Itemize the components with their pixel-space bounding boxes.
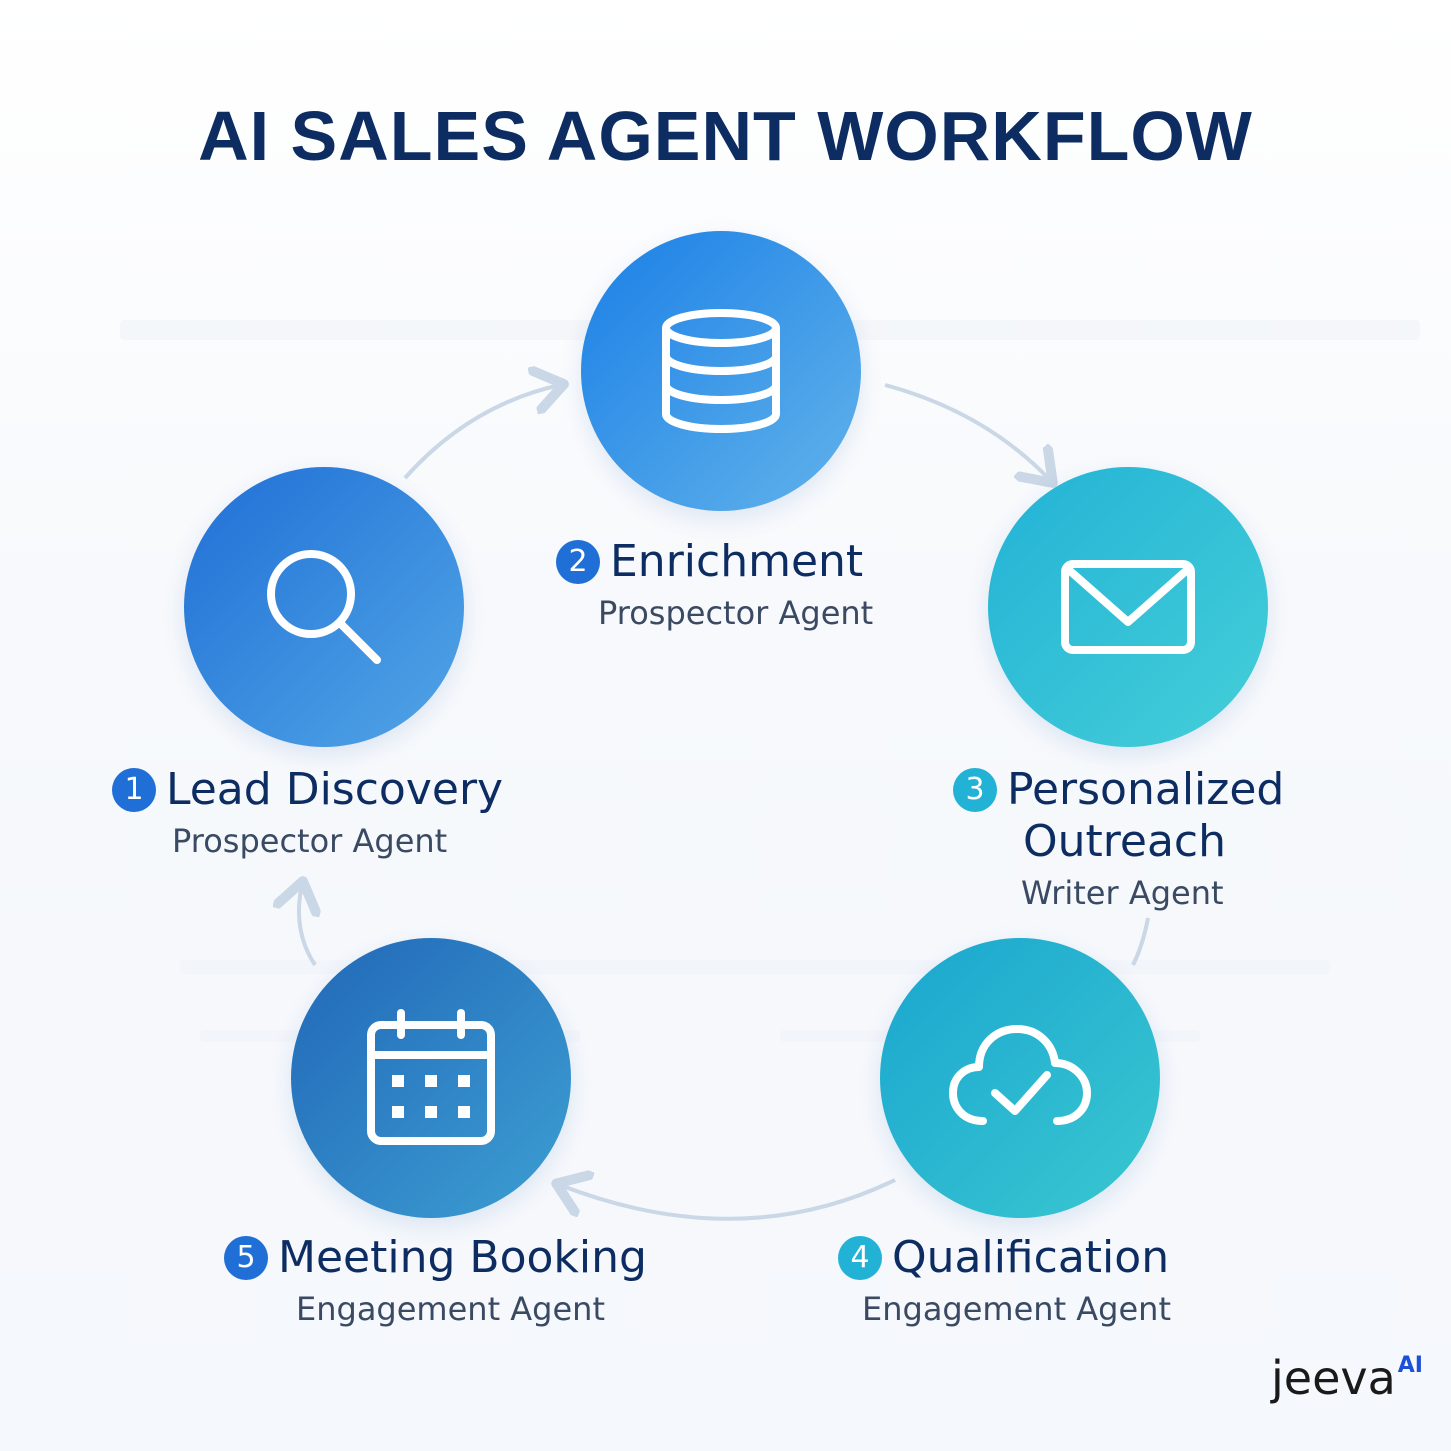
cloud-check-icon	[949, 1025, 1091, 1125]
step-meeting-booking-circle[interactable]	[291, 938, 571, 1218]
step-number-badge: 3	[953, 768, 997, 812]
step-title: Lead Discovery	[166, 764, 504, 815]
step-number-badge: 2	[556, 540, 600, 584]
step-agent: Engagement Agent	[296, 1290, 605, 1328]
step-enrichment-label: 2 Enrichment Prospector Agent	[556, 536, 873, 632]
arrow-3-to-4	[1131, 917, 1150, 966]
step-agent: Engagement Agent	[862, 1290, 1171, 1328]
step-lead-discovery-circle[interactable]	[184, 467, 464, 747]
step-agent: Prospector Agent	[598, 594, 874, 632]
step-personalized-outreach-label: 3 Personalized Outreach Writer Agent	[953, 764, 1284, 912]
jeeva-logo: jeevaAI	[1271, 1351, 1423, 1405]
step-qualification-circle[interactable]	[880, 938, 1160, 1218]
step-number-badge: 1	[112, 768, 156, 812]
database-icon	[662, 309, 780, 433]
step-title: Personalized	[1007, 764, 1285, 815]
step-title: Qualification	[892, 1232, 1170, 1283]
calendar-icon	[367, 1009, 495, 1145]
step-meeting-booking-label: 5 Meeting Booking Engagement Agent	[224, 1232, 647, 1328]
step-number-badge: 5	[224, 1236, 268, 1280]
step-personalized-outreach-circle[interactable]	[988, 467, 1268, 747]
page-title: AI SALES AGENT WORKFLOW	[198, 97, 1253, 175]
step-number-badge: 4	[838, 1236, 882, 1280]
logo-text: jeeva	[1270, 1351, 1396, 1405]
step-title: Meeting Booking	[278, 1232, 647, 1283]
step-lead-discovery-label: 1 Lead Discovery Prospector Agent	[112, 764, 503, 860]
mail-icon	[1061, 560, 1195, 654]
arrow-5-to-1	[299, 885, 315, 967]
search-icon	[267, 550, 381, 664]
arrow-2-to-3	[884, 383, 1050, 480]
logo-superscript: AI	[1397, 1353, 1423, 1378]
step-agent: Prospector Agent	[172, 822, 448, 860]
step-agent: Writer Agent	[1021, 874, 1224, 912]
arrow-4-to-5	[560, 1180, 896, 1221]
step-enrichment-circle[interactable]	[581, 231, 861, 511]
arrow-1-to-2	[403, 385, 560, 480]
step-title-line2: Outreach	[1023, 816, 1227, 867]
step-title: Enrichment	[610, 536, 864, 587]
step-qualification-label: 4 Qualification Engagement Agent	[838, 1232, 1171, 1328]
